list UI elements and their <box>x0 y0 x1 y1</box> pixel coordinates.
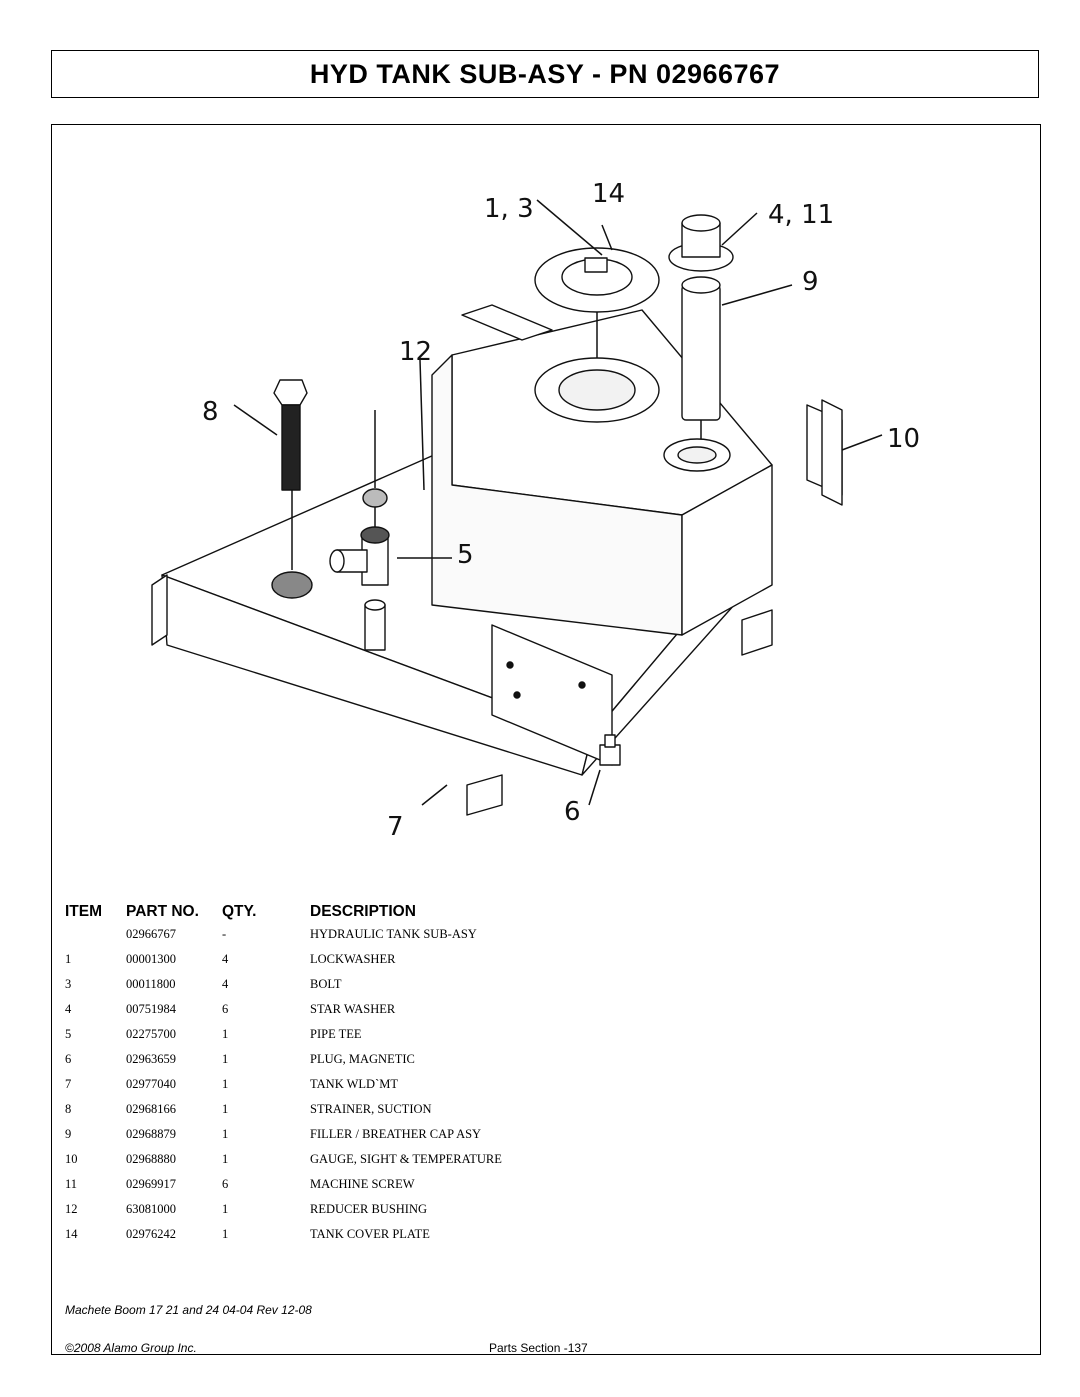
row-description: PLUG, MAGNETIC <box>310 1052 415 1066</box>
magnetic-plug <box>599 744 621 766</box>
strainer-body <box>281 404 301 491</box>
row-item: 14 <box>65 1227 78 1241</box>
row-qty: - <box>222 927 227 941</box>
row-qty: 1 <box>222 1202 229 1216</box>
row-item: 8 <box>65 1102 72 1116</box>
callout-4-11: 4, 11 <box>768 200 834 230</box>
nipple <box>364 604 386 651</box>
row-qty: 1 <box>222 1052 229 1066</box>
callout-10: 10 <box>887 424 920 454</box>
cover-cap <box>584 257 608 273</box>
title-box: HYD TANK SUB-ASY - PN 02966767 <box>51 50 1039 98</box>
tab-left <box>151 574 168 646</box>
header-description: DESCRIPTION <box>310 903 416 920</box>
row-item: 5 <box>65 1027 72 1041</box>
exploded-diagram: 1, 3 14 4, 11 9 12 8 10 5 7 6 <box>151 179 920 842</box>
row-qty: 1 <box>222 1027 229 1041</box>
row-part-no: 02968879 <box>126 1127 176 1141</box>
row-part-no: 00011800 <box>126 977 176 991</box>
row-item: 10 <box>65 1152 78 1166</box>
page-number: Parts Section -137 <box>489 1341 588 1355</box>
row-description: LOCKWASHER <box>310 952 396 966</box>
row-item: 9 <box>65 1127 72 1141</box>
row-description: TANK WLD`MT <box>310 1077 398 1091</box>
page-title: HYD TANK SUB-ASY - PN 02966767 <box>309 58 781 89</box>
row-part-no: 00751984 <box>126 1002 176 1016</box>
row-qty: 6 <box>222 1177 229 1191</box>
row-part-no: 02275700 <box>126 1027 176 1041</box>
row-description: GAUGE, SIGHT & TEMPERATURE <box>310 1152 502 1166</box>
row-description: REDUCER BUSHING <box>310 1202 428 1216</box>
parts-panel: 1, 3 14 4, 11 9 12 8 10 5 7 6 ITEM PART … <box>51 124 1041 1355</box>
callout-6: 6 <box>564 797 581 827</box>
row-part-no: 02968166 <box>126 1102 176 1116</box>
row-item: 3 <box>65 977 72 991</box>
row-qty: 6 <box>222 1002 229 1016</box>
row-qty: 1 <box>222 1227 229 1241</box>
row-item: 1 <box>65 952 72 966</box>
row-item: 6 <box>65 1052 72 1066</box>
row-part-no: 02969917 <box>126 1177 176 1191</box>
table-row: 6 02963659 1 PLUG, MAGNETIC <box>52 1052 1040 1077</box>
callout-8: 8 <box>202 397 219 427</box>
callout-5: 5 <box>457 540 474 570</box>
bracket-top <box>461 304 553 341</box>
row-description: STRAINER, SUCTION <box>310 1102 432 1116</box>
row-description: BOLT <box>310 977 342 991</box>
row-part-no: 02963659 <box>126 1052 176 1066</box>
header-qty: QTY. <box>222 903 257 920</box>
table-row: 11 02969917 6 MACHINE SCREW <box>52 1177 1040 1202</box>
reducer-bushing <box>362 488 388 508</box>
table-row: 12 63081000 1 REDUCER BUSHING <box>52 1202 1040 1227</box>
table-row: 10 02968880 1 GAUGE, SIGHT & TEMPERATURE <box>52 1152 1040 1177</box>
callout-14: 14 <box>592 179 625 209</box>
row-qty: 4 <box>222 977 229 991</box>
row-part-no: 00001300 <box>126 952 176 966</box>
row-qty: 4 <box>222 952 229 966</box>
row-item: 4 <box>65 1002 72 1016</box>
tank-upper-side <box>681 464 773 636</box>
table-row: 9 02968879 1 FILLER / BREATHER CAP ASY <box>52 1127 1040 1152</box>
row-qty: 1 <box>222 1102 229 1116</box>
row-description: FILLER / BREATHER CAP ASY <box>310 1127 482 1141</box>
row-qty: 1 <box>222 1152 229 1166</box>
table-row: 02966767 - HYDRAULIC TANK SUB-ASY <box>52 927 1040 952</box>
row-qty: 1 <box>222 1077 229 1091</box>
row-part-no: 02977040 <box>126 1077 176 1091</box>
tab-right <box>741 609 773 656</box>
header-part-no: PART NO. <box>126 903 199 920</box>
tab-bottom <box>466 774 503 816</box>
row-item: 11 <box>65 1177 78 1191</box>
header-item: ITEM <box>65 903 103 920</box>
sight-gauge <box>821 399 843 506</box>
row-description: PIPE TEE <box>310 1027 362 1041</box>
callout-9: 9 <box>802 267 819 297</box>
document-reference: Machete Boom 17 21 and 24 04-04 Rev 12-0… <box>65 1303 312 1317</box>
strainer-hex <box>273 379 308 406</box>
table-row: 4 00751984 6 STAR WASHER <box>52 1002 1040 1027</box>
row-part-no: 02968880 <box>126 1152 176 1166</box>
row-part-no: 02966767 <box>126 927 176 941</box>
row-description: HYDRAULIC TANK SUB-ASY <box>310 927 477 941</box>
callout-12: 12 <box>399 337 432 367</box>
table-row: 1 00001300 4 LOCKWASHER <box>52 952 1040 977</box>
table-row: 14 02976242 1 TANK COVER PLATE <box>52 1227 1040 1252</box>
table-row: 5 02275700 1 PIPE TEE <box>52 1027 1040 1052</box>
callout-7: 7 <box>387 812 404 842</box>
row-part-no: 63081000 <box>126 1202 176 1216</box>
table-row: 3 00011800 4 BOLT <box>52 977 1040 1002</box>
table-row: 7 02977040 1 TANK WLD`MT <box>52 1077 1040 1102</box>
row-qty: 1 <box>222 1127 229 1141</box>
row-item: 7 <box>65 1077 72 1091</box>
callout-1-3: 1, 3 <box>484 194 534 224</box>
table-row: 8 02968166 1 STRAINER, SUCTION <box>52 1102 1040 1127</box>
tank-port <box>271 571 313 599</box>
filler-tube <box>681 284 721 421</box>
row-description: STAR WASHER <box>310 1002 396 1016</box>
row-description: TANK COVER PLATE <box>310 1227 430 1241</box>
row-description: MACHINE SCREW <box>310 1177 415 1191</box>
row-part-no: 02976242 <box>126 1227 176 1241</box>
row-item: 12 <box>65 1202 78 1216</box>
copyright-notice: ©2008 Alamo Group Inc. <box>65 1341 197 1355</box>
